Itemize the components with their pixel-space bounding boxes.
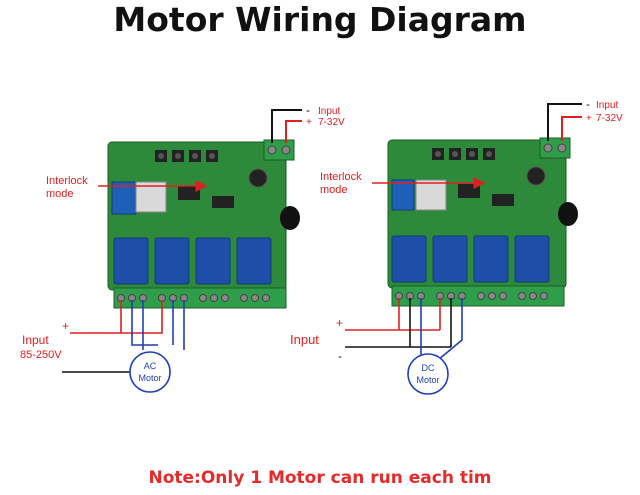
left-motor-label-1: AC xyxy=(144,361,157,371)
right-power-minus: - xyxy=(586,97,590,111)
left-relay-board xyxy=(107,139,300,309)
left-interlock-label-2: mode xyxy=(46,188,74,200)
left-motor-input-voltage: 85-250V xyxy=(20,349,62,361)
left-power-input-label: Input xyxy=(318,106,340,117)
left-motor-label-2: Motor xyxy=(138,373,161,383)
left-power-voltage-label: 7-32V xyxy=(318,117,345,128)
right-relay-board xyxy=(387,137,578,307)
left-motor-wires xyxy=(62,300,185,373)
left-relays xyxy=(113,237,272,285)
right-dc-motor: DC Motor xyxy=(407,353,449,395)
right-board-buttons xyxy=(432,148,495,160)
right-motor-input-minus: - xyxy=(338,349,342,363)
footer-note: Note:Only 1 Motor can run each tim xyxy=(148,468,492,488)
right-motor-label-2: Motor xyxy=(416,375,439,385)
left-interlock-annotation: Interlock mode xyxy=(46,175,208,200)
left-interlock-label-1: Interlock xyxy=(46,175,88,187)
right-relays xyxy=(391,235,550,283)
right-power-wires xyxy=(547,103,582,141)
right-motor-label-1: DC xyxy=(422,363,435,373)
left-power-plus: + xyxy=(306,117,312,128)
page-title: Motor Wiring Diagram xyxy=(113,0,527,39)
left-power-labels: - Input + 7-32V xyxy=(306,103,345,128)
right-power-voltage-label: 7-32V xyxy=(596,113,623,124)
left-power-wires xyxy=(271,109,302,143)
right-interlock-label-2: mode xyxy=(320,184,348,196)
right-motor-wires xyxy=(345,298,463,361)
right-power-labels: - Input + 7-32V xyxy=(586,97,623,124)
left-ac-motor: AC Motor xyxy=(129,351,171,393)
right-motor-input-plus: + xyxy=(336,316,343,330)
left-board-buttons xyxy=(155,150,218,162)
right-power-input-label: Input xyxy=(596,100,618,111)
right-interlock-label-1: Interlock xyxy=(320,171,362,183)
right-motor-input-label: Input xyxy=(290,332,319,347)
left-motor-input-labels: + Input 85-250V xyxy=(20,319,69,361)
right-motor-input-labels: + Input - xyxy=(290,316,343,363)
left-motor-input-label: Input xyxy=(22,333,49,347)
right-power-plus: + xyxy=(586,113,592,124)
left-power-minus: - xyxy=(306,103,310,117)
right-interlock-annotation: Interlock mode xyxy=(320,171,486,196)
left-motor-input-plus: + xyxy=(62,319,69,333)
